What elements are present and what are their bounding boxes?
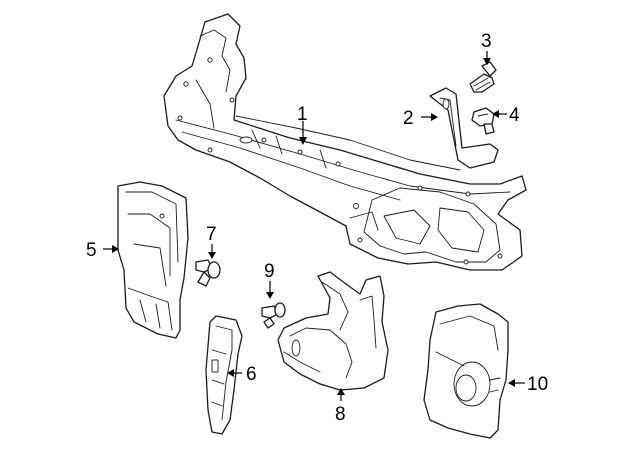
callout-2: 2 [403, 108, 414, 129]
part-3-bolt [469, 61, 497, 93]
callout-10: 10 [527, 374, 548, 395]
callout-6: 6 [246, 364, 257, 385]
callout-7: 7 [206, 224, 217, 245]
part-4-bolt [471, 107, 495, 135]
callout-1: 1 [297, 104, 308, 125]
part-8-splash-shield [277, 271, 389, 391]
part-7-clip [195, 259, 221, 287]
part-2-bracket [429, 87, 499, 169]
part-10-deflector-right [423, 303, 509, 439]
part-5-deflector-left [117, 181, 189, 339]
leader-lines [103, 51, 525, 401]
callout-8: 8 [335, 404, 346, 425]
part-1-radiator-support [163, 13, 527, 271]
part-9-clip [261, 302, 286, 329]
callout-9: 9 [264, 261, 275, 282]
part-6-air-guide [205, 315, 243, 435]
callout-5: 5 [86, 240, 97, 261]
callout-4: 4 [509, 105, 520, 126]
callout-3: 3 [481, 31, 492, 52]
